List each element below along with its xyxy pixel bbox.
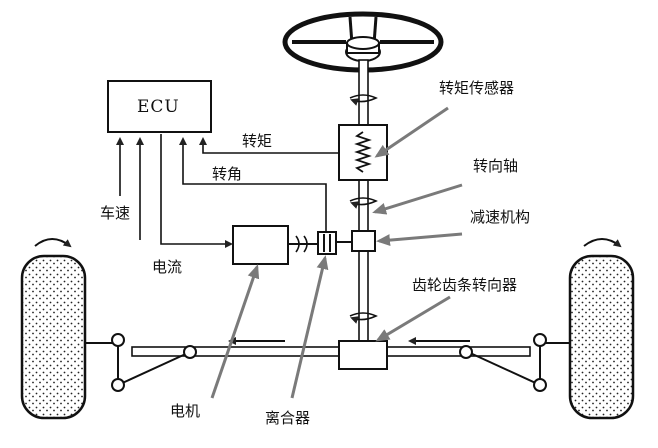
steering-shaft-label: 转向轴 (473, 157, 519, 175)
ecu-label: ECU (137, 97, 180, 117)
torque-sensor-label: 转矩传感器 (439, 79, 515, 97)
clutch (317, 231, 352, 255)
motor (232, 225, 318, 265)
vehicle-speed-label: 车速 (100, 204, 131, 222)
steering-rack (131, 337, 531, 370)
left-wheel (20, 238, 87, 420)
ecu-box (107, 80, 212, 133)
reduction-gear-box (351, 230, 376, 252)
left-linkage (85, 333, 197, 392)
clutch-label: 离合器 (265, 409, 311, 427)
torque-signal-label: 转矩 (242, 132, 273, 150)
reduction-mechanism-label: 减速机构 (470, 208, 531, 226)
signal-wires (116, 134, 339, 248)
current-label: 电流 (152, 258, 183, 276)
rack-and-pinion-label: 齿轮齿条转向器 (412, 276, 518, 294)
right-linkage (459, 333, 573, 392)
leader-arrows (210, 106, 463, 399)
right-wheel (568, 238, 635, 420)
angle-signal-label: 转角 (212, 165, 243, 183)
motor-label: 电机 (170, 402, 201, 420)
rotation-arrows (349, 94, 378, 324)
